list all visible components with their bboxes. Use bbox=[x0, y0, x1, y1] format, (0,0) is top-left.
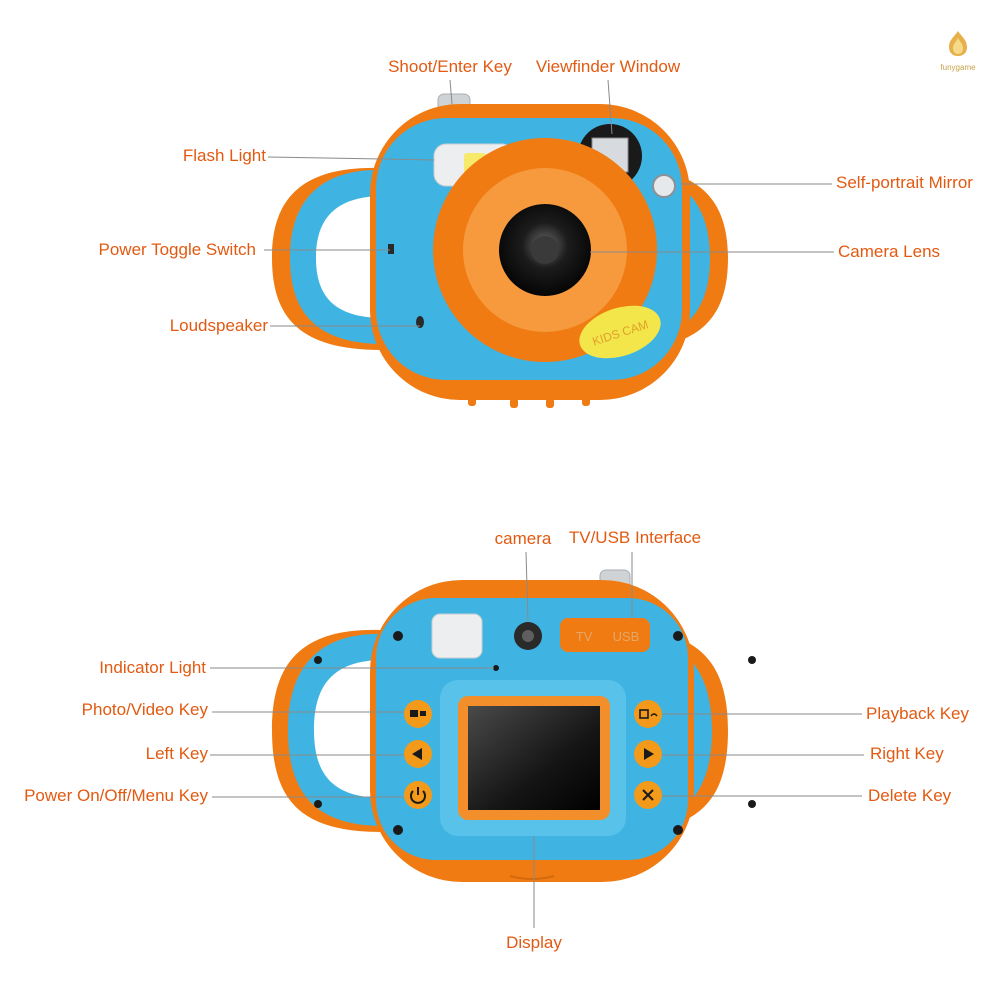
delete-key-label: Delete Key bbox=[868, 786, 952, 805]
playback-key-label: Playback Key bbox=[866, 704, 969, 723]
bottom-seam bbox=[509, 875, 555, 880]
power-toggle-switch-part bbox=[388, 244, 394, 254]
front-feet bbox=[468, 396, 590, 408]
back-leader-lines bbox=[210, 551, 864, 928]
brand-logo: funygame bbox=[928, 28, 988, 72]
right-key-part[interactable] bbox=[634, 740, 662, 768]
tv-usb-interface-label: TV/USB Interface bbox=[568, 528, 702, 547]
body-screws bbox=[393, 631, 683, 835]
back-left-handle bbox=[272, 629, 384, 832]
power-menu-key-label: Power On/Off/Menu Key bbox=[24, 786, 208, 805]
camera-label: camera bbox=[494, 529, 552, 548]
left-key-part[interactable] bbox=[404, 740, 432, 768]
indicator-light-part bbox=[493, 665, 499, 671]
viewfinder-window-label: Viewfinder Window bbox=[535, 57, 681, 76]
loudspeaker-label: Loudspeaker bbox=[169, 316, 268, 335]
port-tv-text: TV bbox=[576, 629, 593, 644]
self-portrait-mirror-label: Self-portrait Mirror bbox=[836, 173, 973, 192]
right-key-label: Right Key bbox=[870, 744, 944, 763]
power-toggle-switch-label: Power Toggle Switch bbox=[98, 240, 257, 259]
power-menu-key-part[interactable] bbox=[404, 781, 432, 809]
left-key-label: Left Key bbox=[145, 744, 208, 763]
photo-video-key-part[interactable] bbox=[404, 700, 432, 728]
handle-screws bbox=[314, 656, 756, 808]
display-label: Display bbox=[506, 933, 562, 952]
delete-key-part[interactable] bbox=[634, 781, 662, 809]
display-part bbox=[468, 706, 600, 810]
indicator-light-label: Indicator Light bbox=[99, 658, 206, 677]
brand-logo-icon bbox=[949, 31, 967, 56]
camera-back-view: TV USB bbox=[272, 569, 756, 882]
kids-cam-badge bbox=[579, 305, 661, 359]
camera-front-view: KIDS CAM bbox=[272, 93, 728, 408]
brand-name: funygame bbox=[940, 63, 976, 72]
shoot-enter-key-label: Shoot/Enter Key bbox=[388, 57, 512, 76]
viewfinder-back bbox=[431, 613, 483, 659]
flash-light-label: Flash Light bbox=[182, 146, 266, 165]
front-leader-lines bbox=[264, 79, 834, 327]
self-portrait-mirror-part bbox=[652, 174, 676, 198]
front-left-handle bbox=[272, 167, 384, 350]
playback-key-part[interactable] bbox=[634, 700, 662, 728]
port-usb-text: USB bbox=[613, 629, 640, 644]
photo-video-key-label: Photo/Video Key bbox=[81, 700, 208, 719]
loudspeaker-part bbox=[416, 316, 424, 328]
tv-usb-interface-part bbox=[560, 618, 650, 652]
camera-lens-label: Camera Lens bbox=[838, 242, 941, 261]
